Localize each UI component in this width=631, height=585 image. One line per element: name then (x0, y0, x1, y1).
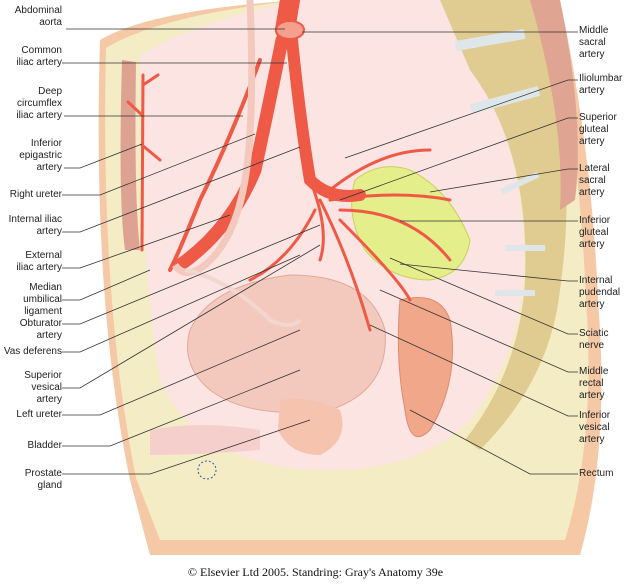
vas-deferens (184, 268, 302, 327)
label-middle-rectal-artery: Middle rectal artery (579, 366, 609, 401)
label-sciatic-nerve: Sciatic nerve (579, 328, 609, 351)
label-vas-deferens: Vas deferens (3, 346, 62, 357)
arteries (126, 0, 452, 332)
aorta-cross-section (275, 20, 305, 40)
label-left-ureter: Left ureter (16, 409, 62, 420)
label-iliolumbar-artery: Iliolumbar artery (579, 73, 623, 96)
leader-superior-gluteal (339, 117, 578, 201)
leader-left-ureter (62, 329, 301, 416)
penis (150, 425, 260, 455)
label-common-iliac-artery: Common iliac artery (16, 45, 62, 68)
leader-rectum (409, 409, 578, 475)
intervertebral-discs (454, 28, 545, 296)
common-iliac-artery-left (286, 34, 366, 202)
label-right-ureter: Right ureter (9, 189, 62, 200)
label-prostate-gland: Prostate gland (24, 468, 62, 491)
psoas-muscle (530, 0, 578, 210)
leader-sciatic-nerve (389, 257, 578, 335)
label-superior-vesical-artery: Superior vesical artery (24, 370, 62, 405)
label-deep-circumflex-iliac-artery: Deep circumflex iliac artery (16, 86, 62, 121)
urethra-cross-section (197, 460, 217, 480)
label-internal-iliac-artery: Internal iliac artery (8, 214, 62, 237)
label-abdominal-aorta: Abdominal aorta (14, 5, 62, 28)
label-bladder: Bladder (27, 440, 62, 451)
left-leader-lines (62, 28, 321, 475)
leader-iliolumbar (344, 79, 578, 159)
rectum (397, 297, 453, 438)
label-obturator-artery: Obturator artery (19, 318, 62, 341)
leader-inferior-vesical (369, 324, 578, 417)
bladder (187, 274, 386, 413)
leader-inferior-epigastric (64, 143, 143, 169)
leader-right-ureter (62, 133, 256, 196)
label-middle-sacral-artery: Middle sacral artery (579, 25, 609, 60)
leader-internal-pudendal (399, 263, 578, 282)
leader-vas-deferens (62, 254, 301, 353)
deep-circumflex-iliac-artery (168, 58, 262, 272)
leader-internal-iliac (62, 146, 301, 233)
leader-middle-rectal (379, 289, 578, 373)
label-superior-gluteal-artery: Superior gluteal artery (579, 112, 617, 147)
label-rectum: Rectum (579, 468, 614, 479)
common-iliac-artery-right (173, 33, 289, 272)
leader-prostate (62, 419, 311, 475)
leader-superior-vesical (62, 244, 321, 389)
internal-iliac-branches (248, 148, 452, 332)
sacrum-spine (440, 0, 567, 450)
copyright-caption: © Elsevier Ltd 2005. Standring: Gray's A… (187, 565, 444, 579)
label-median-umbilical-ligament: Median umbilical ligament (23, 282, 62, 317)
label-lateral-sacral-artery: Lateral sacral artery (579, 163, 610, 198)
leader-median-umbilical (62, 269, 151, 301)
label-external-iliac-artery: External iliac artery (16, 250, 62, 273)
leader-external-iliac (62, 214, 231, 269)
label-inferior-epigastric-artery: Inferior epigastric artery (19, 138, 62, 173)
leader-lateral-sacral (429, 168, 578, 193)
label-inferior-gluteal-artery: Inferior gluteal artery (579, 215, 611, 250)
inferior-epigastric-artery (126, 73, 162, 252)
prostate (278, 398, 343, 455)
leader-bladder (62, 369, 301, 447)
label-inferior-vesical-artery: Inferior vesical artery (579, 410, 611, 445)
label-internal-pudendal-artery: Internal pudendal artery (579, 275, 621, 310)
right-leader-lines (302, 31, 578, 475)
leader-obturator (62, 224, 321, 325)
